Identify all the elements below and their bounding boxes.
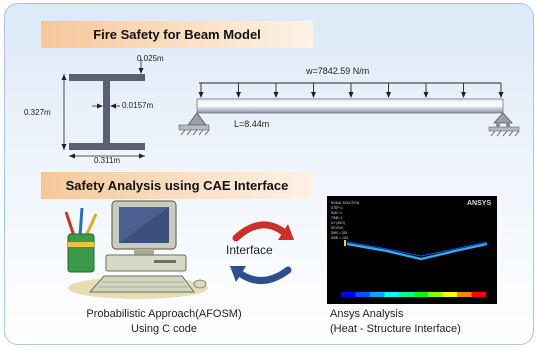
svg-text:DMX =.025: DMX =.025 [331, 231, 347, 235]
color-legend [341, 292, 486, 297]
load-arrow-head [498, 92, 504, 98]
fire-safety-banner: Fire Safety for Beam Model [41, 21, 313, 48]
safety-analysis-title: Safety Analysis using CAE Interface [65, 178, 289, 193]
svg-text:RSYS=0: RSYS=0 [331, 226, 344, 230]
legend-swatch [384, 292, 399, 297]
bottom-flange [69, 143, 145, 150]
ansys-contour-plot-icon: NODAL SOLUTION STEP=1 SUB =1 TIME=1 UY (… [327, 196, 497, 304]
svg-text:SMN =-.025: SMN =-.025 [331, 236, 348, 240]
computer-caption-line1: Probabilistic Approach(AFOSM) [86, 308, 242, 320]
legend-swatch [428, 292, 443, 297]
beam-body [196, 98, 504, 114]
svg-text:UY (AVG): UY (AVG) [331, 221, 345, 225]
load-arrow-head [236, 92, 241, 98]
beam-height-label: 0.327m [24, 108, 51, 117]
interface-label: Interface [226, 243, 273, 257]
safety-analysis-banner: Safety Analysis using CAE Interface [41, 172, 313, 199]
svg-text:SUB =1: SUB =1 [331, 211, 342, 215]
beam-width-label: 0.311m [94, 156, 121, 165]
legend-swatch [355, 292, 370, 297]
legend-swatch [442, 292, 457, 297]
pin-support-icon [178, 112, 210, 136]
ansys-caption-line2: (Heat - Structure Interface) [330, 323, 461, 335]
legend-swatch [370, 292, 385, 297]
computer-caption-line2: Using C code [130, 323, 198, 335]
web [103, 81, 110, 143]
svg-text:NODAL SOLUTION: NODAL SOLUTION [331, 201, 360, 205]
legend-swatch [471, 292, 486, 297]
load-arrow-head [423, 92, 429, 98]
beam-length-label: L=8.44m [234, 119, 270, 129]
ansys-logo: ANSYS [467, 200, 491, 207]
top-flange [69, 74, 145, 81]
web-thickness-label: 0.0157m [122, 101, 154, 110]
fire-safety-title: Fire Safety for Beam Model [93, 27, 261, 42]
load-arrows [198, 83, 504, 98]
pencil-cup-icon [64, 207, 98, 273]
load-arrow-head [461, 92, 466, 98]
legend-swatch [457, 292, 472, 297]
swap-arrows-icon [230, 221, 294, 284]
simply-supported-beam-icon [178, 82, 520, 137]
legend-swatch [341, 292, 356, 297]
legend-swatch [413, 292, 428, 297]
svg-text:STEP=1: STEP=1 [331, 206, 343, 210]
distributed-load-label: w=7842.59 N/m [306, 66, 370, 76]
legend-swatch [399, 292, 414, 297]
load-arrow-head [386, 92, 391, 98]
svg-text:TIME=1: TIME=1 [331, 216, 342, 220]
load-arrow-head [348, 92, 354, 98]
roller-support-icon [488, 112, 520, 137]
computer-clipart-icon [64, 200, 208, 299]
ansys-caption-line1: Ansys Analysis [330, 308, 404, 320]
load-arrow-head [273, 92, 279, 98]
i-beam-section-icon [61, 59, 145, 159]
load-arrow-head [311, 92, 316, 98]
load-arrow-head [198, 92, 204, 98]
flange-thickness-label: 0.025m [137, 54, 164, 63]
